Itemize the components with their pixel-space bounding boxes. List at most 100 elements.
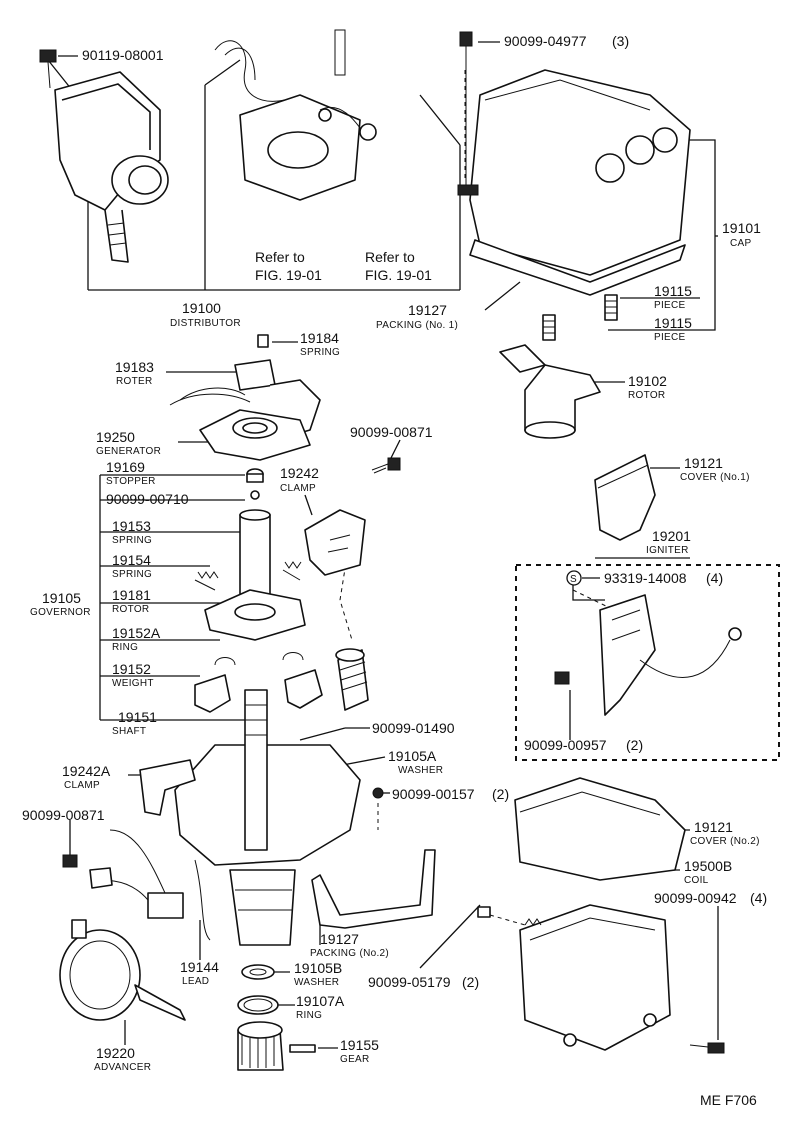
callout-piece1-name: PIECE xyxy=(654,300,686,311)
callout-igniter-name: IGNITER xyxy=(646,545,689,556)
refer-note-1-line2: FIG. 19-01 xyxy=(255,267,322,283)
callout-packing2-name: PACKING (No.2) xyxy=(310,948,389,959)
callout-packing1-name: PACKING (No. 1) xyxy=(376,320,458,331)
callout-advancer-name: ADVANCER xyxy=(94,1062,151,1073)
distributor-assembly-drawing xyxy=(39,49,169,263)
washer-ring-gear-drawing xyxy=(237,964,316,1071)
callout-stopper-name: STOPPER xyxy=(106,476,156,487)
ring-weight-drawings xyxy=(194,652,323,713)
callout-screw-cap-qty: (3) xyxy=(612,33,629,49)
refer-note-1-line1: Refer to xyxy=(255,249,305,265)
callout-spring154-number: 19154 xyxy=(112,552,151,568)
callout-generator-name: GENERATOR xyxy=(96,446,161,457)
callout-lead-name: LEAD xyxy=(182,976,209,987)
callout-spring154-name: SPRING xyxy=(112,569,152,580)
wiring-reference-drawing xyxy=(214,29,377,201)
igniter-drawing xyxy=(554,594,742,716)
callout-screw-5179-qty: (2) xyxy=(462,974,479,990)
callout-spring184-name: SPRING xyxy=(300,347,340,358)
callout-screw-14008-qty: (4) xyxy=(706,570,723,586)
callout-distributor-number: 19100 xyxy=(182,300,221,316)
callout-ring152a-number: 19152A xyxy=(112,625,161,641)
callout-clamp242-name: CLAMP xyxy=(280,483,316,494)
callout-screw-cap: 90099-04977 xyxy=(504,33,587,49)
stopper-drawing xyxy=(246,468,264,500)
callout-shaft-name: SHAFT xyxy=(112,726,146,737)
callout-labels: 90119-08001 90099-04977 (3) Refer to FIG… xyxy=(22,33,767,1108)
refer-note-2-line2: FIG. 19-01 xyxy=(365,267,432,283)
callout-generator-number: 19250 xyxy=(96,429,135,445)
clamp-19242A-drawing xyxy=(139,759,196,816)
piece-drawings xyxy=(542,294,618,341)
governor-rotor-drawing xyxy=(194,509,306,641)
refer-note-2-line1: Refer to xyxy=(365,249,415,265)
callout-rotor102-name: ROTOR xyxy=(628,390,665,401)
callout-rotor102-number: 19102 xyxy=(628,373,667,389)
callout-piece1-number: 19115 xyxy=(654,283,692,299)
callout-ring107a-number: 19107A xyxy=(296,993,345,1009)
coil-drawing xyxy=(477,904,725,1054)
advancer-drawing xyxy=(59,919,186,1021)
callout-clamp242-number: 19242 xyxy=(280,465,319,481)
callout-screw-5179: 90099-05179 xyxy=(368,974,451,990)
callout-washer105a-name: WASHER xyxy=(398,765,443,776)
callout-ring107a-name: RING xyxy=(296,1010,322,1021)
callout-roter-name: ROTER xyxy=(116,376,153,387)
callout-screw-157-qty: (2) xyxy=(492,786,509,802)
callout-piece2-name: PIECE xyxy=(654,332,686,343)
callout-bolt-top: 90119-08001 xyxy=(82,47,164,63)
figure-code: ME F706 xyxy=(700,1092,757,1108)
callout-clamp242a-name: CLAMP xyxy=(64,780,100,791)
callout-clamp242a-number: 19242A xyxy=(62,763,111,779)
connector-drawing xyxy=(335,648,369,711)
callout-weight-name: WEIGHT xyxy=(112,678,154,689)
callout-gear-number: 19155 xyxy=(340,1037,379,1053)
callout-cover2-number: 19121 xyxy=(694,819,733,835)
callout-screw-710: 90099-00710 xyxy=(106,491,189,507)
s-mark-letter: S xyxy=(570,574,577,585)
callout-screw-957: 90099-00957 xyxy=(524,737,607,753)
callout-rotor181-name: ROTOR xyxy=(112,604,149,615)
callout-screw-871a: 90099-00871 xyxy=(350,424,433,440)
callout-screw-1490: 90099-01490 xyxy=(372,720,455,736)
callout-cap-name: CAP xyxy=(730,238,751,249)
callout-stopper-number: 19169 xyxy=(106,459,145,475)
callout-screw-157: 90099-00157 xyxy=(392,786,475,802)
callout-cover2-name: COVER (No.2) xyxy=(690,836,760,847)
callout-roter-number: 19183 xyxy=(115,359,154,375)
cover-no1-drawing xyxy=(594,454,656,541)
callout-distributor-name: DISTRIBUTOR xyxy=(170,318,241,329)
distributor-cap-drawing xyxy=(457,31,691,296)
callout-gear-name: GEAR xyxy=(340,1054,370,1065)
callout-screw-942: 90099-00942 xyxy=(654,890,737,906)
callout-washer105b-number: 19105B xyxy=(294,960,342,976)
small-screws-drawing xyxy=(62,787,384,868)
rotor-19102-drawing xyxy=(499,344,601,439)
callout-coil-name: COIL xyxy=(684,875,709,886)
callout-rotor181-number: 19181 xyxy=(112,587,151,603)
callout-weight-number: 19152 xyxy=(112,661,151,677)
callout-packing2-number: 19127 xyxy=(320,931,359,947)
callout-shaft-number: 19151 xyxy=(118,709,157,725)
callout-screw-871b: 90099-00871 xyxy=(22,807,105,823)
screw-871a-drawing xyxy=(371,457,401,474)
packing-no2-drawing xyxy=(311,849,436,929)
callout-spring153-name: SPRING xyxy=(112,535,152,546)
callout-ring152a-name: RING xyxy=(112,642,138,653)
callout-governor-name: GOVERNOR xyxy=(30,607,91,618)
distributor-housing-drawing xyxy=(89,689,361,946)
callout-spring153-number: 19153 xyxy=(112,518,151,534)
callout-lead-number: 19144 xyxy=(180,959,219,975)
callout-cover1-number: 19121 xyxy=(684,455,723,471)
callout-igniter-number: 19201 xyxy=(652,528,691,544)
s-mark-circle xyxy=(566,570,582,586)
cover-no2-drawing xyxy=(514,777,686,881)
callout-screw-957-qty: (2) xyxy=(626,737,643,753)
callout-advancer-number: 19220 xyxy=(96,1045,135,1061)
callout-governor-number: 19105 xyxy=(42,590,81,606)
callout-cap-number: 19101 xyxy=(722,220,761,236)
roter-generator-drawing xyxy=(169,334,321,461)
callout-spring184-number: 19184 xyxy=(300,330,339,346)
